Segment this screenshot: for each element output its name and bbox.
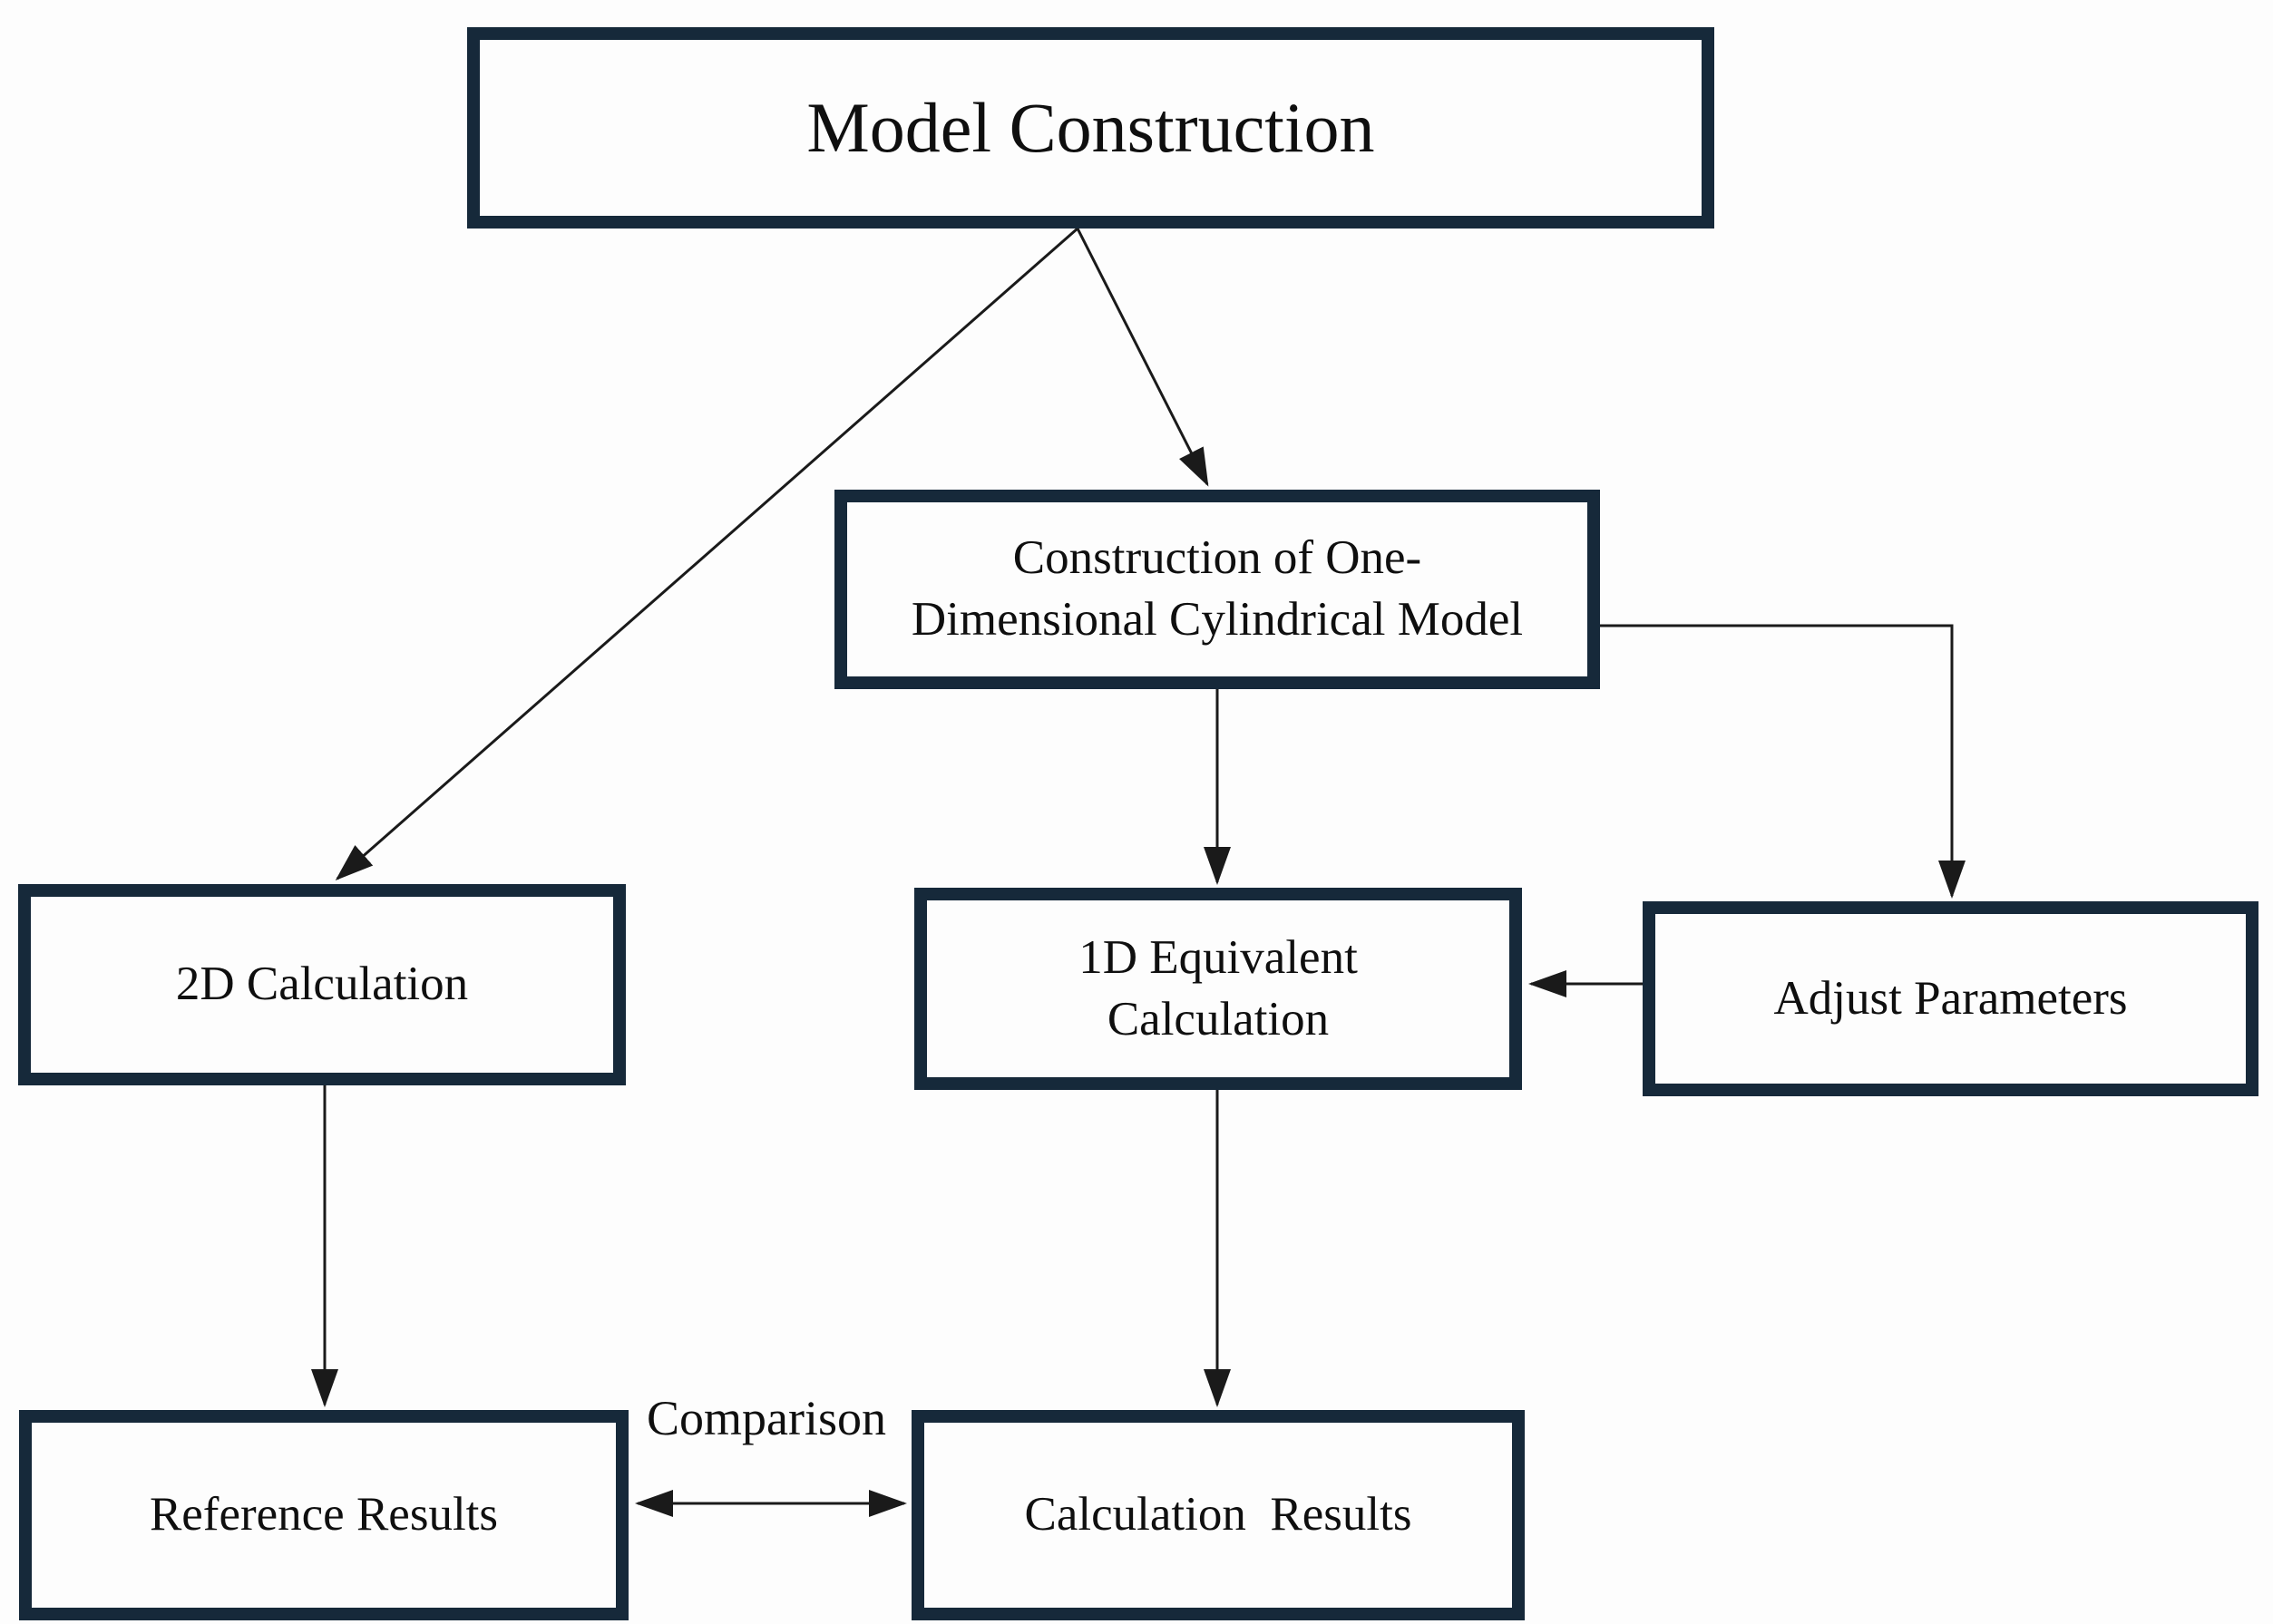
node-reference-results: Reference Results — [19, 1410, 629, 1620]
arrow-construction1d-to-adjust-parameters — [1600, 624, 1966, 899]
arrow-model-to-construction1d — [1076, 228, 1209, 487]
comparison-label: Comparison — [647, 1391, 886, 1445]
node-construction-1d-cylindrical-model: Construction of One- Dimensional Cylindr… — [834, 490, 1600, 689]
node-adjust-parameters: Adjust Parameters — [1643, 901, 2258, 1096]
node-reference-results-label: Reference Results — [149, 1488, 499, 1541]
node-calculation-results: Calculation Results — [912, 1410, 1525, 1620]
node-2d-calculation-label: 2D Calculation — [175, 958, 469, 1011]
node-construction-1d-label: Construction of One- Dimensional Cylindr… — [911, 531, 1524, 646]
node-model-construction-label: Model Construction — [806, 88, 1375, 168]
node-2d-calculation: 2D Calculation — [18, 884, 626, 1085]
node-1d-equivalent-calculation-label: 1D Equivalent Calculation — [1078, 930, 1358, 1045]
arrow-model-to-2d-calculation — [335, 227, 1078, 880]
node-calculation-results-label: Calculation Results — [1024, 1488, 1412, 1541]
node-adjust-parameters-label: Adjust Parameters — [1773, 971, 2128, 1025]
node-model-construction: Model Construction — [467, 27, 1714, 229]
node-1d-equivalent-calculation: 1D Equivalent Calculation — [914, 888, 1522, 1090]
